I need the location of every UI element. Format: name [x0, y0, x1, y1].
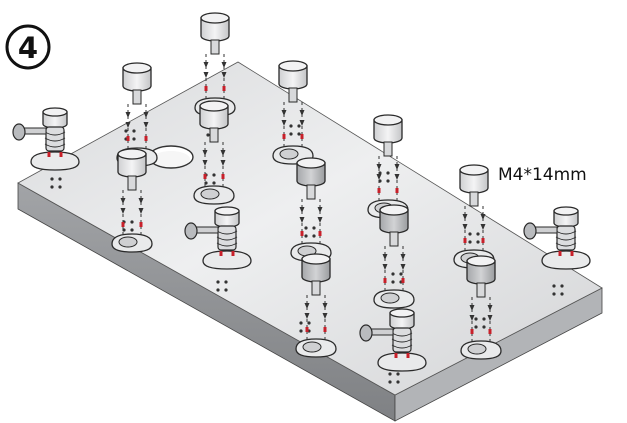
hole-pair: [50, 177, 62, 189]
screw-tip: [570, 251, 574, 256]
hole-pair: [216, 280, 228, 292]
post-leg: [290, 157, 332, 262]
caster-leg: [523, 206, 591, 270]
screw-tip: [558, 251, 562, 256]
screw-tip: [221, 174, 225, 179]
caster-leg: [359, 308, 427, 372]
screw-icon: [394, 164, 400, 170]
adjuster-knob-icon: [359, 324, 373, 342]
leg-assemblies: [12, 12, 591, 372]
board-top-face: [17, 61, 603, 396]
screw-tip: [300, 231, 304, 236]
screw-icon: [120, 198, 126, 204]
screw-tip: [126, 136, 130, 141]
caster-leg: [184, 206, 252, 270]
screw-tip: [231, 251, 235, 256]
screw-icon: [469, 305, 475, 311]
screw-tip: [282, 134, 286, 139]
caster-leg: [12, 107, 80, 171]
screw-icon: [322, 303, 328, 309]
screw-tip: [203, 174, 207, 179]
screw-icon: [143, 112, 149, 118]
screw-icon: [220, 150, 226, 156]
screw-tip: [383, 278, 387, 283]
screw-tip: [204, 86, 208, 91]
screw-tip: [488, 329, 492, 334]
post-leg: [111, 148, 153, 253]
screw-tip: [47, 152, 51, 157]
screw-tip: [222, 86, 226, 91]
adjuster-knob-icon: [523, 222, 537, 240]
board-panel: [12, 12, 603, 422]
hole-pair: [468, 232, 480, 244]
adjuster-knob-icon: [184, 222, 198, 240]
screw-spec-label: M4*14mm: [498, 165, 587, 185]
mounting-plate: [541, 250, 591, 270]
screw-tip: [463, 238, 467, 243]
screw-tip: [139, 222, 143, 227]
screw-icon: [376, 164, 382, 170]
screw-icon: [202, 150, 208, 156]
screw-icon: [304, 303, 310, 309]
screw-tip: [401, 278, 405, 283]
screw-icon: [221, 62, 227, 68]
screw-tip: [305, 327, 309, 332]
hole-pair: [124, 129, 136, 141]
screw-icon: [299, 110, 305, 116]
screw-tip: [323, 327, 327, 332]
screw-icon: [299, 207, 305, 213]
screw-icon: [400, 254, 406, 260]
screw-icon: [125, 112, 131, 118]
mounting-plate: [30, 151, 80, 171]
step-number: 4: [18, 31, 38, 65]
hole-pair: [289, 124, 301, 136]
screw-icon: [382, 254, 388, 260]
screw-icon: [203, 62, 209, 68]
screw-icon: [138, 198, 144, 204]
screw-icon: [281, 110, 287, 116]
step-number-badge: 4: [5, 24, 51, 70]
post-leg: [460, 255, 502, 360]
post-leg: [367, 114, 409, 219]
post-leg: [193, 100, 235, 205]
screw-tip: [406, 353, 410, 358]
post-leg: [295, 253, 337, 358]
screw-tip: [59, 152, 63, 157]
hole-pair: [552, 284, 564, 296]
mounting-plate: [377, 352, 427, 372]
screw-icon: [462, 214, 468, 220]
hole-pair: [304, 226, 316, 238]
screw-tip: [377, 188, 381, 193]
screw-icon: [317, 207, 323, 213]
screw-icon: [480, 214, 486, 220]
post-leg: [373, 204, 415, 309]
screw-icon: [487, 305, 493, 311]
screw-tip: [481, 238, 485, 243]
hole-pair: [388, 372, 400, 384]
screw-tip: [394, 353, 398, 358]
screw-tip: [318, 231, 322, 236]
screw-tip: [300, 134, 304, 139]
predrilled-holes: [50, 124, 564, 384]
mounting-plate: [202, 250, 252, 270]
hole-pair: [474, 317, 486, 329]
screw-tip: [144, 136, 148, 141]
screw-tip: [121, 222, 125, 227]
screw-tip: [395, 188, 399, 193]
adjuster-knob-icon: [12, 123, 26, 141]
screw-tip: [470, 329, 474, 334]
screw-tip: [219, 251, 223, 256]
